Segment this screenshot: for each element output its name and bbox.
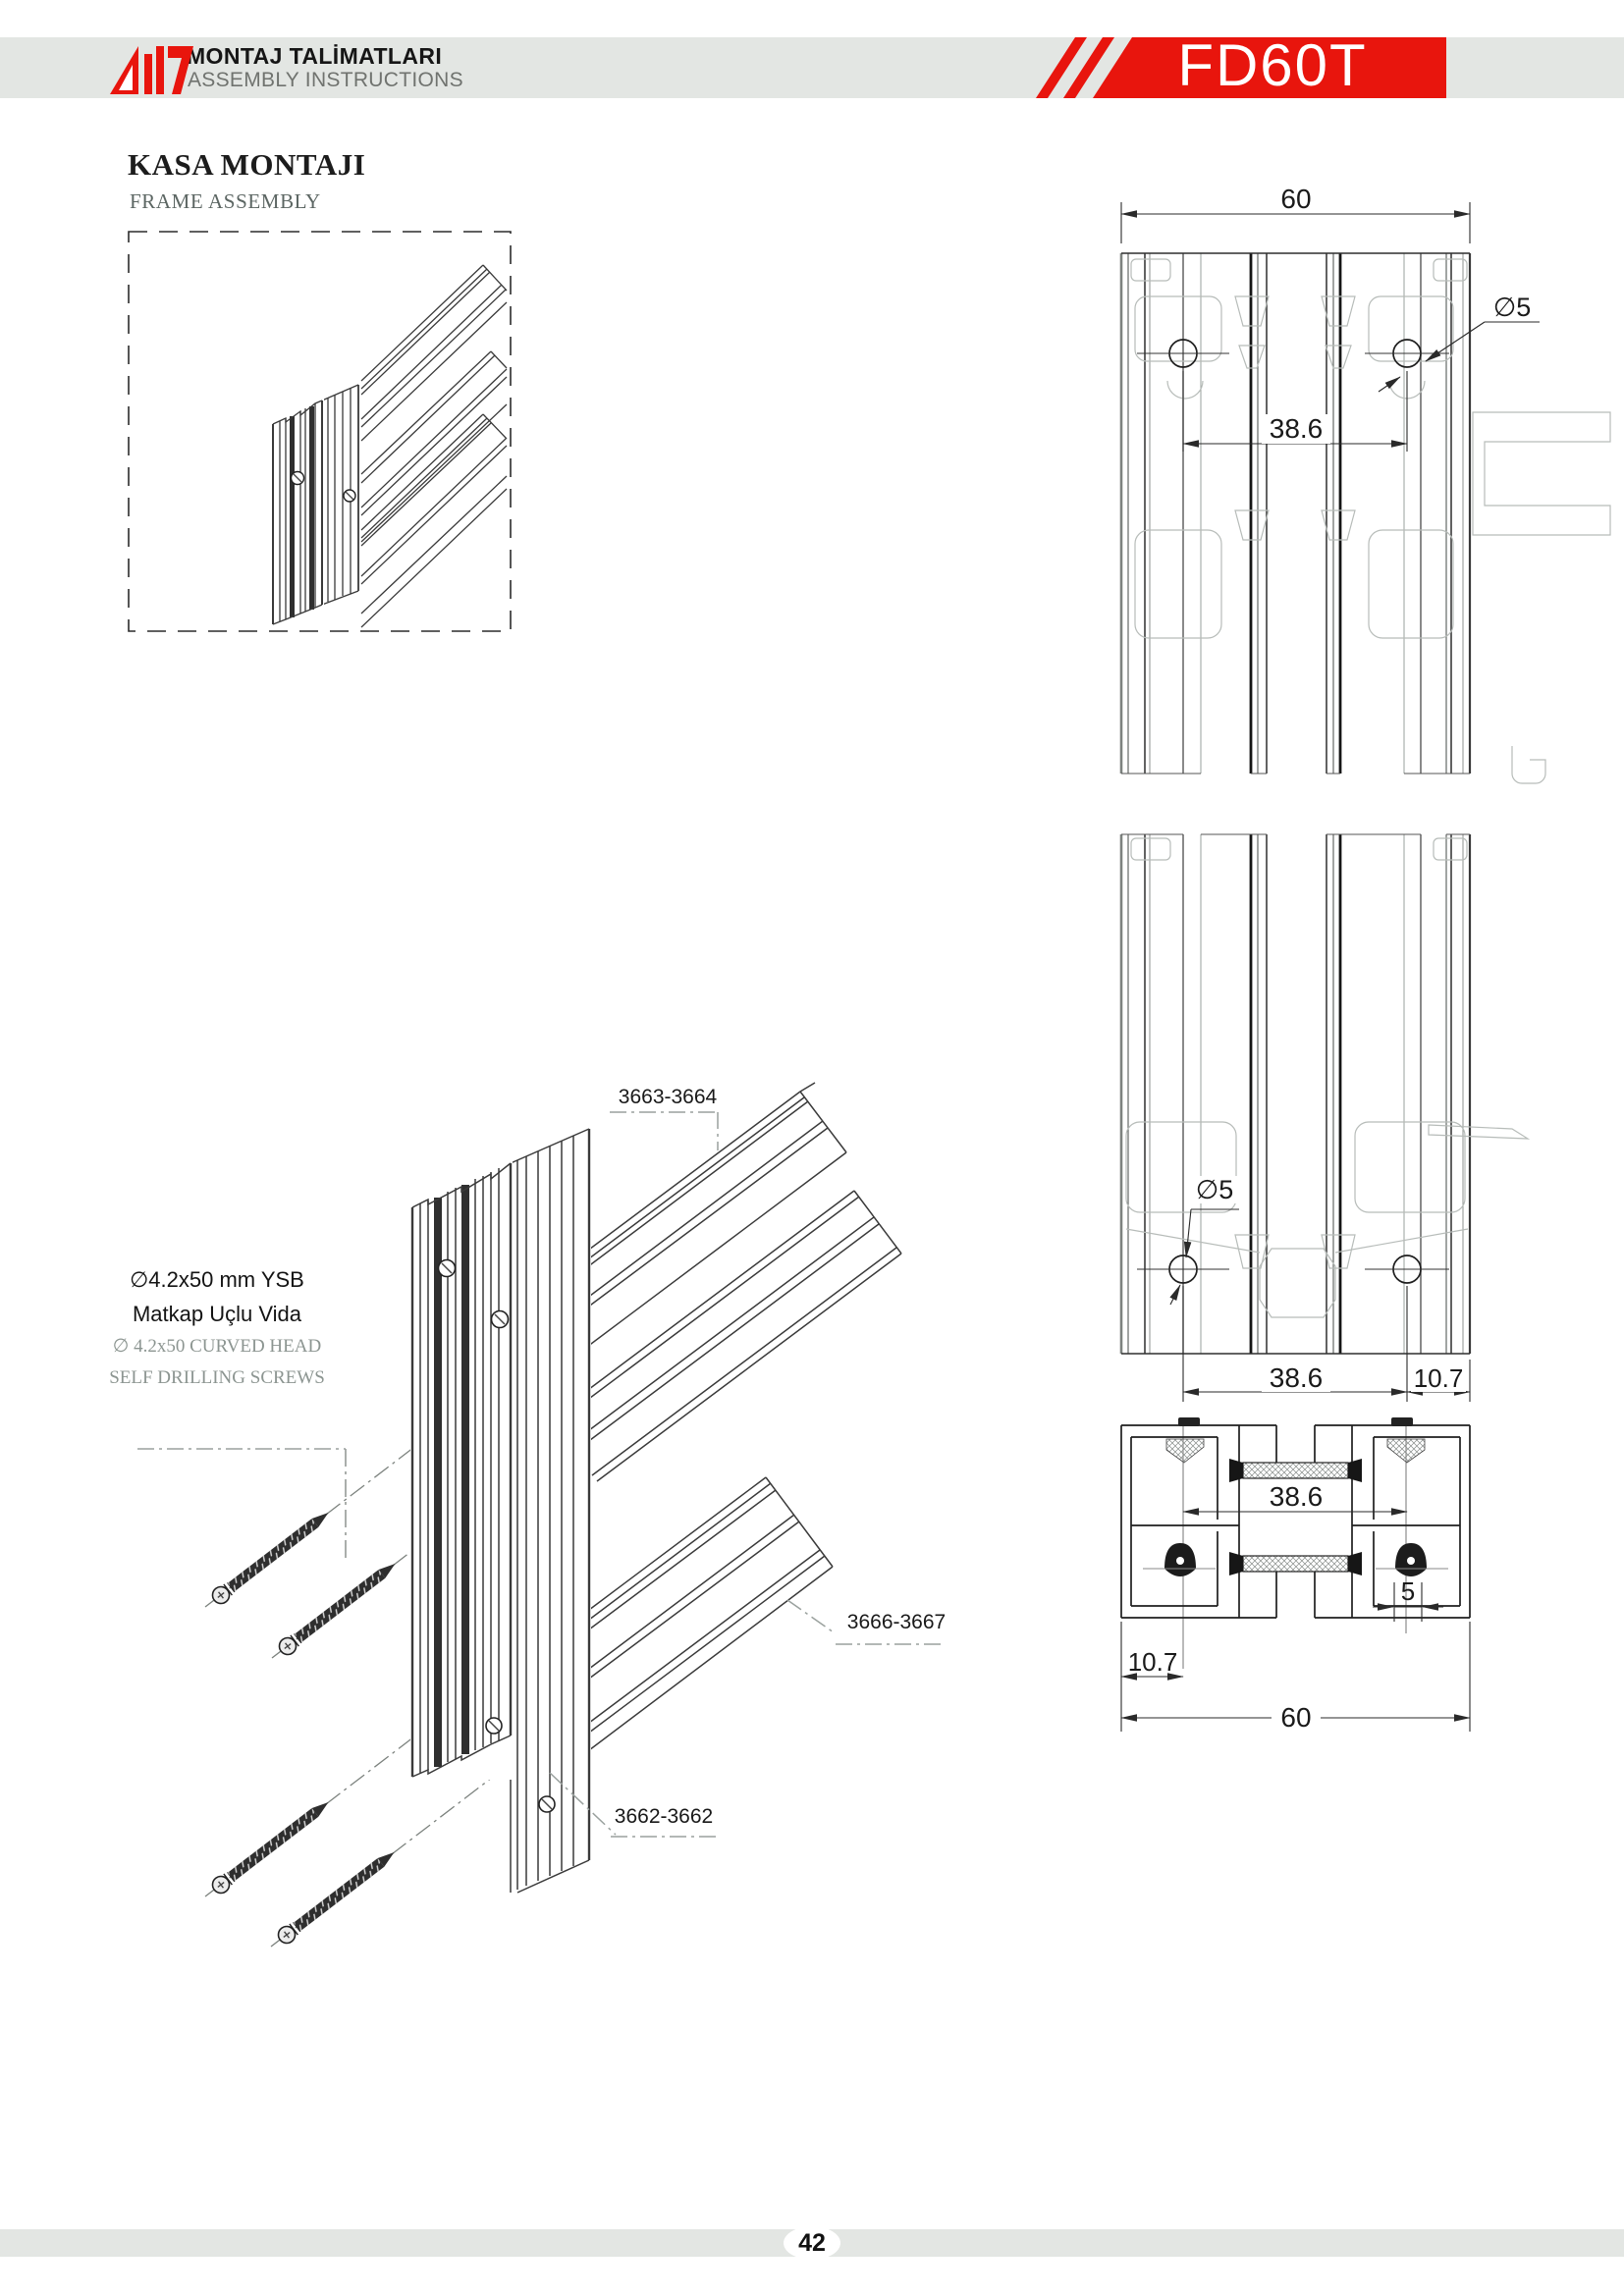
product-badge-label: FD60T — [1177, 32, 1367, 98]
dim-hole-spacing-section: 38.6 — [1270, 1481, 1324, 1512]
dim-hole-spacing-top: 38.6 — [1270, 413, 1324, 444]
self-drilling-screw — [211, 1512, 329, 1605]
header-title-turkish: MONTAJ TALİMATLARI — [187, 43, 443, 69]
part-label-head-rail: 3663-3664 — [618, 1086, 718, 1108]
screw-note-tr-line1: ∅4.2x50 mm YSB — [130, 1267, 304, 1292]
face-view-profile — [1119, 252, 1611, 1355]
dim-screw-port-width: 5 — [1401, 1576, 1415, 1606]
page-number-badge: 42 — [784, 2226, 840, 2260]
section-title: KASA MONTAJI — [128, 147, 366, 182]
page-number: 42 — [798, 2228, 826, 2257]
dim-hole-diameter-top: ∅5 — [1493, 293, 1532, 322]
part-label-jamb: 3662-3662 — [614, 1805, 714, 1828]
header-title-english: ASSEMBLY INSTRUCTIONS — [188, 69, 463, 91]
self-drilling-screw — [278, 1563, 396, 1656]
screw-note-en-line2: SELF DRILLING SCREWS — [109, 1367, 325, 1388]
section-view — [1120, 1417, 1471, 1669]
part-label-bottom-rail: 3666-3667 — [846, 1611, 947, 1633]
dim-hole-diameter-bottom: ∅5 — [1196, 1175, 1234, 1204]
brand-logo-icon — [110, 46, 193, 94]
product-badge: FD60T — [1036, 32, 1446, 98]
assembled-view-boundary — [128, 231, 512, 632]
dim-overall-width-top: 60 — [1280, 184, 1311, 214]
iso-exploded-jamb — [410, 1125, 591, 1895]
screw-note-block: ∅4.2x50 mm YSB Matkap Uçlu Vida ∅ 4.2x50… — [83, 1262, 351, 1394]
self-drilling-screw — [211, 1801, 329, 1895]
dim-edge-offset-mid: 10.7 — [1414, 1363, 1464, 1393]
section-subtitle: FRAME ASSEMBLY — [130, 189, 321, 213]
iso-exploded-view — [534, 1082, 902, 1751]
screw-note-en-line1: ∅ 4.2x50 CURVED HEAD — [112, 1336, 322, 1357]
iso-assembled-view — [271, 264, 508, 628]
dimension-texts: 60 38.6 ∅5 ∅5 38.6 10.7 38.6 5 10.7 60 — [1128, 184, 1532, 1733]
screw-note-tr-line2: Matkap Uçlu Vida — [132, 1302, 301, 1326]
label-leader-lines — [137, 1111, 946, 1838]
dim-edge-offset-section: 10.7 — [1128, 1647, 1178, 1677]
self-drilling-screw — [277, 1851, 395, 1945]
dimension-annotations — [1120, 202, 1540, 1732]
dim-hole-spacing-mid: 38.6 — [1270, 1362, 1324, 1393]
dim-overall-width-bottom: 60 — [1280, 1702, 1311, 1733]
